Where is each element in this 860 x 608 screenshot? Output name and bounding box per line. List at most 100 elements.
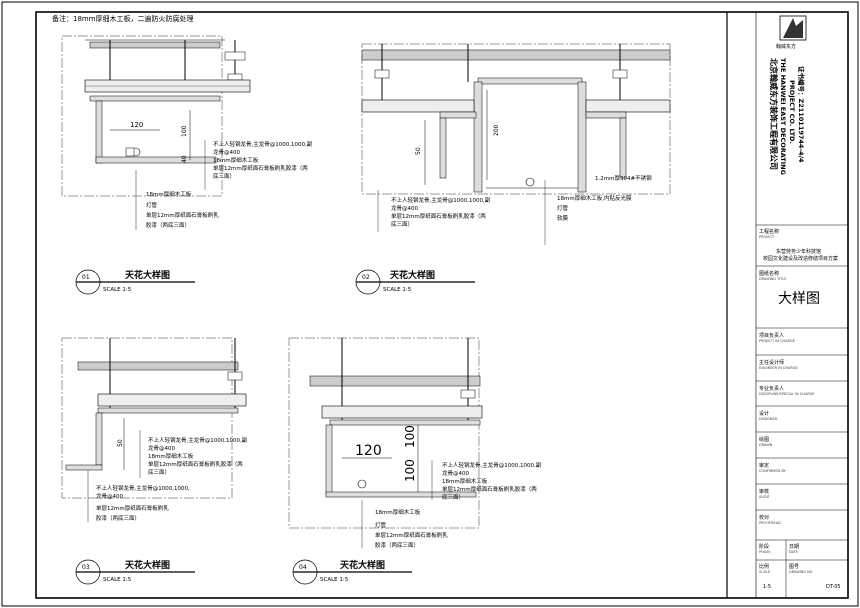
row-1-cn: 主任设计师 (759, 359, 784, 366)
project-line2: 校园文化建设及改造修缮项目方案 (763, 255, 838, 262)
detail-02-dim-50: 50 (415, 147, 422, 155)
detail-02-label-a1: 18mm厚细木工板,内贴反光膜 (557, 194, 632, 202)
drawing-title-en: DRAWING TITLE (759, 277, 787, 281)
drawing-no-en: DRAWING NO (789, 570, 813, 574)
detail-01-label-a0: 不上人轻钢龙骨,主龙骨@1000,1000,副 (213, 140, 313, 148)
detail-03-label-a2: 18mm厚细木工板 (148, 452, 194, 460)
row-6-cn: 审核 (759, 488, 769, 495)
detail-02-dim-200: 200 (493, 124, 500, 136)
detail-03-label-b0: 不上人轻钢龙骨,主龙骨@1000,1000, (96, 484, 190, 492)
company-name-en: THE HANWEI EAST DECORATING (779, 58, 787, 175)
detail-03-label-a3: 单层12mm厚纸面石膏板刷乳胶漆（两 (148, 460, 243, 468)
row-5-cn: 审定 (759, 462, 769, 469)
company-cert: 证书编号：Z2110119744-4/4 (797, 66, 806, 163)
detail-01-label-b2: 单层12mm厚纸面石膏板刷乳 (146, 211, 219, 219)
row-2-en: DISCIPLINE/SPECIAL IN CHARGE (759, 392, 815, 396)
date-label: 日期 (789, 544, 799, 550)
drawing-no: DT-05 (826, 584, 841, 590)
project-line1: 东营劳务少年科技馆 (776, 248, 821, 255)
detail-04: 120 100 100 不上人轻钢龙骨,主龙骨@1000,1000,副 龙骨@4… (288, 337, 542, 585)
row-7-en: PROOFREAD (759, 521, 781, 525)
row-0-cn: 项目负责人 (759, 332, 784, 339)
row-6-en: AUDIT (759, 495, 771, 499)
detail-01-label-a2: 18mm厚细木工板 (213, 156, 259, 164)
detail-02-label-a3: 软膜 (557, 214, 569, 222)
detail-02-title: 天花大样图 (390, 269, 435, 281)
detail-04-dim-100b: 100 (403, 459, 417, 482)
detail-01-label-b3: 胶漆（两底三面） (146, 221, 190, 229)
row-0-en: PROJECT IN CHARGE (759, 339, 795, 343)
detail-02-label-b3: 底三面） (391, 220, 413, 228)
detail-04-label-b0: 18mm厚细木工板 (375, 508, 421, 516)
drawing-no-label: 图号 (789, 564, 799, 570)
detail-03-label-b2: 单层12mm厚纸面石膏板刷乳 (96, 504, 169, 512)
detail-01-number: 01 (82, 274, 90, 281)
stage-en: PHASE (759, 550, 771, 554)
row-4-cn: 绘图 (759, 436, 769, 443)
detail-03-label-b3: 胶漆（两底三面） (96, 514, 140, 522)
role-rows: 项目负责人 PROJECT IN CHARGE 主任设计师 ENGINEER I… (756, 332, 848, 541)
stage-label: 阶段 (759, 543, 769, 550)
detail-01-label-a1: 龙骨@400 (213, 148, 240, 156)
detail-03-label-b1: 龙骨@400 (96, 492, 123, 500)
scale-label: 比例 (759, 563, 769, 570)
detail-04-label-a0: 不上人轻钢龙骨,主龙骨@1000,1000,副 (442, 461, 542, 469)
row-4-en: DRAWN (759, 443, 773, 447)
detail-01-label-b0: 18mm厚细木工板 (146, 190, 192, 198)
detail-04-scale: SCALE 1:5 (320, 577, 349, 583)
company-logo: 翰威东方 (776, 15, 807, 50)
detail-01-label-a3: 单层12mm厚纸面石膏板刷乳胶漆（两 (213, 164, 308, 172)
detail-04-label-a1: 龙骨@400 (442, 469, 469, 477)
detail-03-scale: SCALE 1:5 (103, 577, 132, 583)
detail-02-label-b2: 单层12mm厚纸面石膏板刷乳胶漆（两 (391, 212, 486, 220)
project-name-en: PROJECT (759, 235, 775, 239)
detail-04-dim-120: 120 (355, 443, 382, 459)
detail-03-number: 03 (82, 564, 90, 571)
date-en: DATE (789, 550, 798, 554)
row-2-cn: 专业负责人 (759, 385, 784, 392)
detail-02-scale: SCALE 1:5 (383, 287, 412, 293)
row-7-cn: 校对 (759, 514, 769, 521)
detail-02-label-b1: 龙骨@400 (391, 204, 418, 212)
detail-01-title: 天花大样图 (125, 269, 170, 281)
detail-02: 200 50 1.2mm厚304#不锈钢 18mm厚细木工板,内贴反光膜 灯管 … (355, 43, 671, 295)
detail-04-number: 04 (299, 564, 307, 571)
detail-04-label-a2: 18mm厚细木工板 (442, 477, 488, 485)
detail-04-title: 天花大样图 (340, 559, 385, 571)
drawing-title: 大样图 (778, 291, 820, 307)
detail-01-dim-120: 120 (130, 121, 143, 129)
logo-text: 翰威东方 (776, 43, 796, 50)
detail-04-label-b2: 单层12mm厚纸面石膏板刷乳 (375, 531, 448, 539)
row-1-en: ENGINEER IN CHARGE (759, 366, 798, 370)
row-3-cn: 设计 (759, 410, 769, 417)
detail-04-label-b1: 灯管 (375, 521, 387, 529)
detail-02-label-a0: 1.2mm厚304#不锈钢 (595, 174, 652, 182)
detail-03: 50 不上人轻钢龙骨,主龙骨@1000,1000,副 龙骨@400 18mm厚细… (61, 337, 248, 585)
detail-03-label-a1: 龙骨@400 (148, 444, 175, 452)
detail-02-number: 02 (362, 274, 370, 281)
project-name-label: 工程名称 (759, 228, 779, 235)
detail-03-dim-50: 50 (117, 439, 124, 447)
detail-02-label-a2: 灯管 (557, 204, 569, 212)
detail-01-label-a4: 底三面） (213, 172, 235, 180)
detail-04-label-a3: 单层12mm厚纸面石膏板刷乳胶漆（两 (442, 485, 537, 493)
detail-03-label-a4: 底三面） (148, 468, 170, 476)
row-3-en: DESIGNED (759, 417, 778, 421)
title-block: 翰威东方 北京翰威东方装饰工程有限公司 THE HANWEI EAST DECO… (726, 12, 848, 598)
detail-04-label-b3: 胶漆（两底三面） (375, 541, 419, 549)
detail-02-label-b0: 不上人轻钢龙骨,主龙骨@1000,1000,副 (391, 196, 491, 204)
drawing-title-label: 图纸名称 (759, 270, 779, 277)
scale-en: SCALE (759, 570, 770, 574)
detail-01-dim-40: 40 (181, 155, 188, 163)
detail-03-label-a0: 不上人轻钢龙骨,主龙骨@1000,1000,副 (148, 436, 248, 444)
detail-01: 120 100 40 不上人轻钢龙骨,主龙骨@1000,1000,副 龙骨@40… (61, 35, 313, 295)
detail-04-label-a4: 底三面） (442, 493, 464, 501)
scale-value: 1:5 (763, 584, 771, 590)
detail-03-title: 天花大样图 (125, 559, 170, 571)
inner-border (35, 11, 849, 599)
company-name-en2: PROJECT CO. LTD. (788, 80, 796, 144)
detail-01-scale: SCALE 1:5 (103, 287, 132, 293)
company-name-cn: 北京翰威东方装饰工程有限公司 (769, 58, 779, 170)
